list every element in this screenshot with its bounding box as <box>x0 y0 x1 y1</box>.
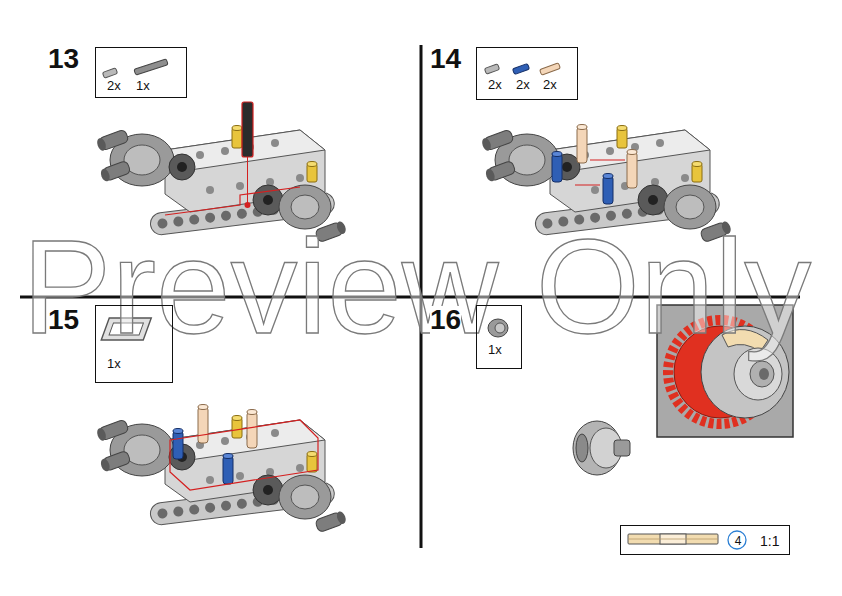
step-number: 16 <box>430 306 461 334</box>
quantity: 1x <box>136 79 150 92</box>
callout-number: 4 <box>735 535 742 547</box>
quantity: 2x <box>488 78 502 91</box>
scale-ratio: 1:1 <box>760 534 779 548</box>
quantity: 1x <box>107 357 121 370</box>
scale-axle <box>628 531 746 549</box>
parts-callout: 1x <box>476 305 522 369</box>
parts-callout: 2x 2x 2x <box>476 47 578 100</box>
step-number: 15 <box>48 306 79 334</box>
part-icons <box>484 63 560 75</box>
step-number: 13 <box>48 45 79 73</box>
assembly-step-15 <box>96 405 348 533</box>
quantity: 1x <box>488 343 502 356</box>
quantity: 2x <box>107 79 121 92</box>
quantity: 2x <box>543 78 557 91</box>
parts-callout: 2x 1x <box>95 47 187 98</box>
scale-box: 4 1:1 <box>620 525 790 555</box>
part-icons <box>102 59 168 78</box>
parts-callout: 1x <box>95 305 173 383</box>
quantity: 2x <box>516 78 530 91</box>
step-number: 14 <box>430 45 461 73</box>
watermark: Preview Only <box>22 220 811 354</box>
differential-part <box>573 421 630 475</box>
